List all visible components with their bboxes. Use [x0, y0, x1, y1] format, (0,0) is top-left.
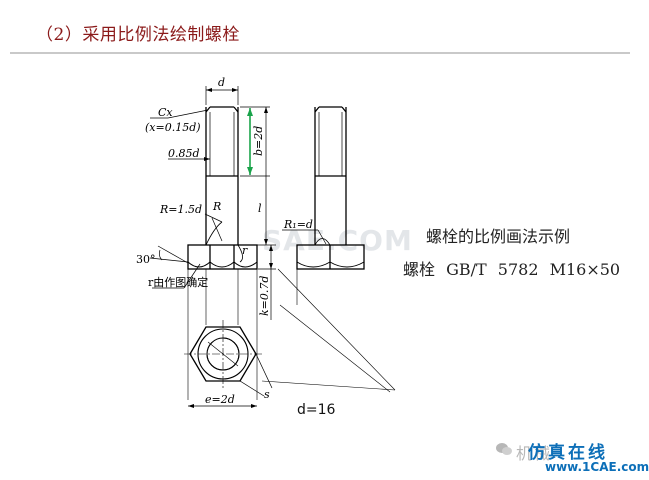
dim-r: R: [212, 200, 221, 213]
dim-e2d: e=2d: [205, 393, 235, 406]
dim-angle-30: 30°: [136, 253, 156, 266]
dim-small-r: r: [242, 244, 248, 257]
dim-b2d: b=2d: [252, 126, 265, 156]
dim-d: d: [218, 76, 225, 89]
caption-spec: 螺栓 GB/T 5782 M16×50: [403, 260, 621, 279]
dim-k07d: k=0.7d: [258, 276, 271, 316]
watermark: SAE.COM: [262, 224, 413, 257]
dim-r1: R₁=d: [283, 218, 313, 231]
dim-cx: Cx: [158, 106, 173, 119]
hex-head-front: [187, 244, 258, 270]
footer-url: www.1CAE.com: [545, 460, 649, 474]
slide-title: （2）采用比例法绘制螺栓: [36, 25, 240, 45]
footer-brand-grey: 机械: [516, 444, 553, 463]
wechat-icon: [496, 443, 512, 455]
dim-s: s: [264, 388, 270, 401]
footer-brand-blue: 仿真在线: [528, 443, 608, 463]
dim-r-note: r由作图确定: [148, 275, 208, 289]
dim-085d: 0.85d: [168, 147, 200, 160]
title-divider: [10, 52, 630, 54]
dim-l: l: [258, 202, 262, 215]
diameter-note: d=16: [297, 402, 336, 418]
dim-cx-note: (x=0.15d): [145, 121, 201, 134]
caption-title: 螺栓的比例画法示例: [426, 227, 571, 246]
dim-r15d: R=1.5d: [159, 203, 202, 216]
